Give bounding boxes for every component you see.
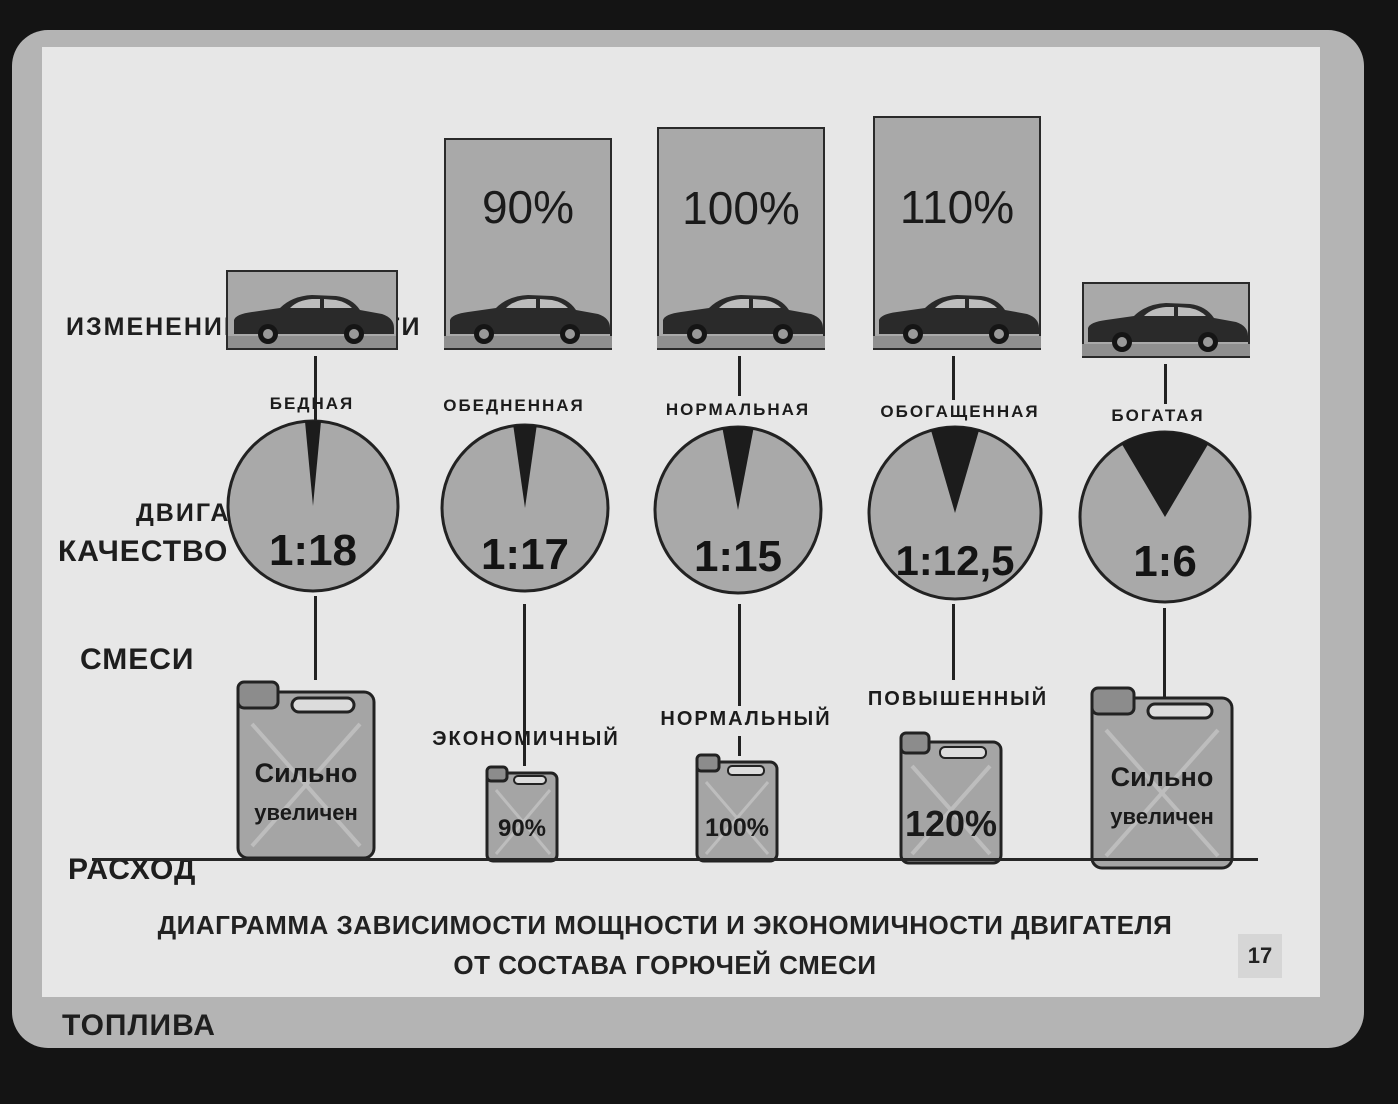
can-text-line1: Сильно	[255, 758, 358, 788]
can-text-line1: 90%	[498, 815, 546, 842]
connector-line	[952, 604, 955, 680]
fuel-canister-icon: 90%	[485, 765, 559, 863]
car-icon	[657, 295, 825, 348]
mixture-pie: 1:15	[653, 425, 823, 595]
connector-line	[1164, 364, 1167, 404]
ratio-text: 1:6	[1133, 537, 1197, 586]
baseline	[92, 858, 1258, 861]
mixture-pie: 1:12,5	[867, 425, 1043, 601]
fuel-canister-icon: Сильно увеличен	[236, 680, 376, 860]
mixture-label: БЕДНАЯ	[269, 394, 355, 413]
mixture-row-label: КАЧЕСТВО СМЕСИ	[58, 462, 228, 714]
fuel-label-line1: РАСХОД	[68, 853, 197, 886]
consumption-label: ПОВЫШЕННЫЙ	[867, 688, 1049, 710]
ratio-text: 1:12,5	[895, 537, 1014, 584]
mixture-label: ОБОГАЩЕННАЯ	[880, 402, 1040, 421]
fuel-canister-icon: Сильно увеличен	[1090, 686, 1234, 870]
connector-line	[314, 356, 317, 426]
mixture-pie: 1:18	[226, 419, 400, 593]
consumption-label: ЭКОНОМИЧНЫЙ	[432, 728, 620, 750]
can-text-line1: Сильно	[1111, 762, 1214, 792]
connector-line	[738, 356, 741, 396]
connector-line	[314, 596, 317, 680]
ratio-text: 1:15	[694, 532, 782, 581]
connector-line	[523, 604, 526, 766]
connector-line	[738, 736, 741, 756]
can-text-line2: увеличен	[254, 800, 358, 825]
consumption-label: НОРМАЛЬНЫЙ	[660, 708, 832, 730]
page-number: 17	[1238, 934, 1282, 978]
caption-line2: ОТ СОСТАВА ГОРЮЧЕЙ СМЕСИ	[453, 950, 877, 980]
mixture-label: ОБЕДНЕННАЯ	[443, 396, 585, 415]
power-value: 90%	[481, 181, 575, 233]
car-icon	[444, 295, 612, 348]
ratio-text: 1:17	[481, 530, 569, 579]
car-icon	[873, 295, 1041, 348]
connector-line	[1163, 608, 1166, 698]
can-text-line1: 120%	[905, 803, 997, 844]
fuel-label-line2: ТОПЛИВА	[62, 1009, 216, 1042]
mixture-label: НОРМАЛЬНАЯ	[665, 400, 811, 419]
connector-line	[952, 356, 955, 400]
caption-line1: ДИАГРАММА ЗАВИСИМОСТИ МОЩНОСТИ И ЭКОНОМИ…	[157, 910, 1173, 940]
mixture-label: БОГАТАЯ	[1111, 406, 1205, 425]
connector-line	[738, 604, 741, 706]
fuel-canister-icon: 100%	[695, 753, 779, 863]
mixture-label-line2: СМЕСИ	[80, 643, 195, 676]
mixture-label-line1: КАЧЕСТВО	[58, 535, 229, 568]
can-text-line1: 100%	[705, 814, 769, 842]
power-value: 110%	[899, 181, 1015, 233]
car-icon	[1082, 303, 1250, 356]
fuel-canister-icon: 120%	[899, 731, 1003, 865]
mixture-pie: 1:17	[440, 423, 610, 593]
diagram-caption: ДИАГРАММА ЗАВИСИМОСТИ МОЩНОСТИ И ЭКОНОМИ…	[150, 905, 1180, 985]
power-value: 100%	[682, 182, 800, 234]
car-icon	[228, 295, 396, 348]
mixture-pie: 1:6	[1078, 430, 1252, 604]
ratio-text: 1:18	[269, 526, 357, 575]
can-text-line2: увеличен	[1110, 804, 1214, 829]
